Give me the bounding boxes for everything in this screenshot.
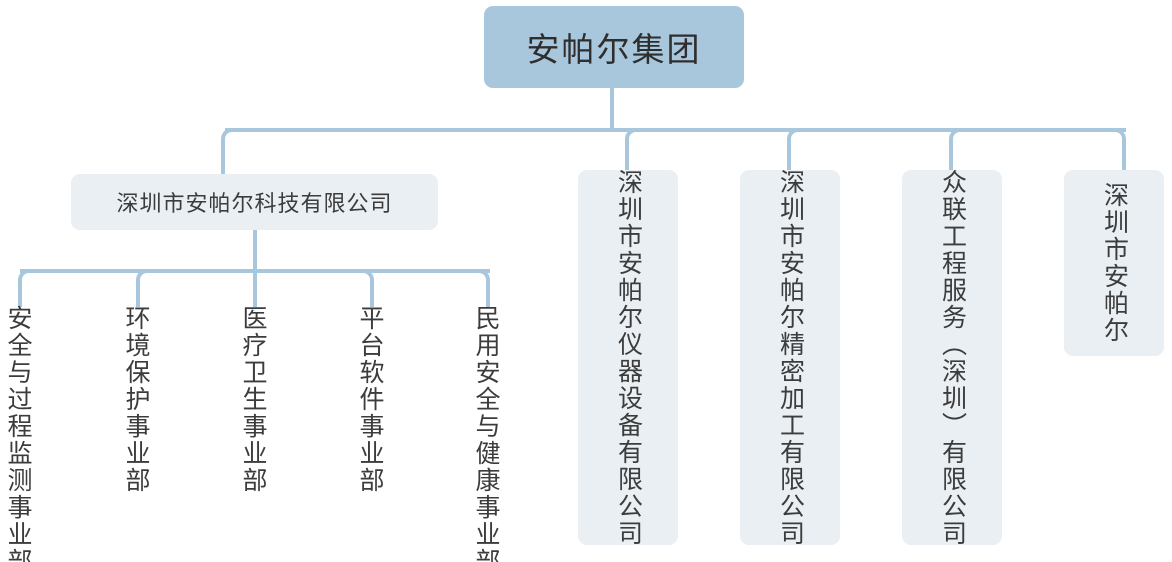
connector-level2-bus: [225, 128, 1126, 132]
org-node-subsidiary-4[interactable]: 众联工程服务（深圳）有限公司: [902, 168, 1002, 547]
org-node-department-4-label: 平台软件事业部: [356, 305, 384, 494]
connector-corner-department-2: [136, 269, 152, 285]
org-node-subsidiary-1[interactable]: 深圳市安帕尔科技有限公司: [71, 174, 438, 230]
org-node-subsidiary-2-label: 深圳市安帕尔仪器设备有限公司: [614, 168, 643, 547]
org-node-department-3[interactable]: 医疗卫生事业部: [239, 305, 267, 499]
connector-root-stem: [610, 88, 614, 130]
connector-subsidiary-1-stem: [253, 230, 257, 271]
org-node-root-label: 安帕尔集团: [526, 31, 702, 68]
connector-corner-department-5: [474, 269, 490, 285]
org-node-subsidiary-3-label: 深圳市安帕尔精密加工有限公司: [776, 168, 805, 547]
org-node-department-2-label: 环境保护事业部: [122, 305, 150, 494]
connector-corner-subsidiary-2: [625, 128, 641, 144]
connector-corner-level2-left: [221, 128, 237, 144]
connector-drop-subsidiary-3: [787, 140, 791, 174]
connector-drop-department-5: [486, 281, 490, 307]
org-node-subsidiary-4-label: 众联工程服务（深圳）有限公司: [938, 168, 967, 547]
connector-corner-department-1: [18, 269, 34, 285]
connector-corner-subsidiary-5: [1110, 128, 1126, 144]
org-node-department-2[interactable]: 环境保护事业部: [122, 305, 150, 499]
connector-corner-subsidiary-4: [949, 128, 965, 144]
org-node-subsidiary-1-label: 深圳市安帕尔科技有限公司: [116, 191, 393, 216]
org-node-department-5[interactable]: 民用安全与健康事业部: [472, 305, 500, 562]
org-node-department-1[interactable]: 安全与过程监测事业部: [4, 305, 32, 562]
org-node-root[interactable]: 安帕尔集团: [484, 6, 744, 88]
org-node-subsidiary-2[interactable]: 深圳市安帕尔仪器设备有限公司: [578, 168, 678, 547]
org-node-department-1-label: 安全与过程监测事业部: [4, 305, 32, 562]
connector-drop-department-2: [136, 281, 140, 307]
org-node-department-3-label: 医疗卫生事业部: [239, 305, 267, 494]
connector-drop-subsidiary-1: [221, 140, 225, 174]
connector-drop-subsidiary-2: [625, 140, 629, 174]
connector-drop-department-1: [18, 281, 22, 307]
org-node-department-4[interactable]: 平台软件事业部: [356, 305, 384, 499]
connector-drop-subsidiary-4: [949, 140, 953, 174]
org-node-subsidiary-3[interactable]: 深圳市安帕尔精密加工有限公司: [740, 168, 840, 547]
org-node-department-5-label: 民用安全与健康事业部: [472, 305, 500, 562]
connector-drop-department-4: [370, 281, 374, 307]
connector-drop-department-3: [253, 269, 257, 307]
org-node-subsidiary-5[interactable]: 深圳市安帕尔: [1064, 170, 1164, 356]
connector-corner-subsidiary-3: [787, 128, 803, 144]
org-node-subsidiary-5-label: 深圳市安帕尔: [1100, 182, 1129, 344]
connector-drop-subsidiary-5: [1122, 140, 1126, 174]
connector-corner-department-4: [358, 269, 374, 285]
